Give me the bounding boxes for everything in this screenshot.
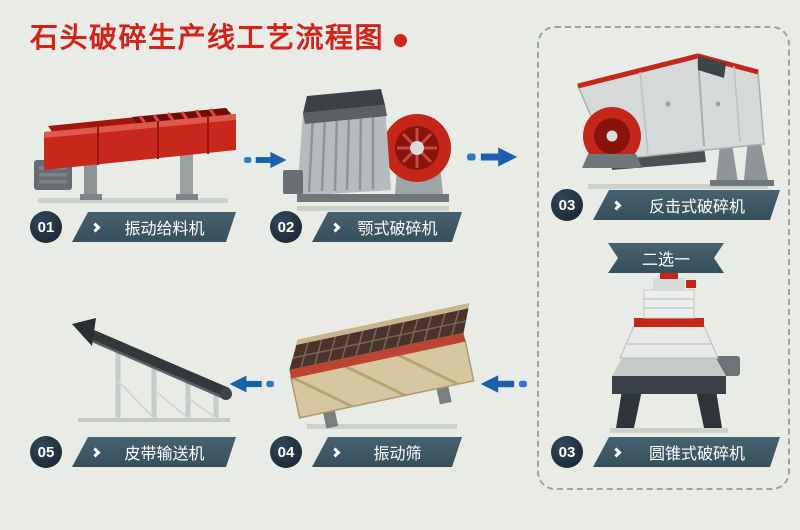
step-number-01: 01: [30, 211, 62, 243]
arrow-jaw-to-crusher-icon: [467, 147, 518, 167]
step-number-05: 05: [30, 436, 62, 468]
step-label-impact-crusher: 反击式破碎机: [593, 190, 780, 220]
page-title: 石头破碎生产线工艺流程图: [30, 22, 385, 53]
page-title-wrap: 石头破碎生产线工艺流程图: [30, 16, 408, 56]
choice-group-box: [537, 26, 790, 490]
chevron-right-icon: [331, 222, 341, 232]
arrow-feeder-to-jaw-icon: [244, 151, 287, 169]
cone-crusher-image: [610, 270, 740, 433]
step-number-04: 04: [270, 436, 302, 468]
arrow-crusher-to-screen-icon: [480, 375, 527, 393]
step-label-text: 反击式破碎机: [648, 199, 745, 216]
step-label-text: 皮带输送机: [124, 446, 205, 463]
step-label-belt-conveyor: 皮带输送机: [72, 437, 236, 467]
step-label-jaw-crusher: 颚式破碎机: [312, 212, 462, 242]
step-label-text: 颚式破碎机: [357, 221, 438, 238]
step-label-text: 振动筛: [373, 446, 422, 463]
step-number-03-impact: 03: [551, 189, 583, 221]
step-label-feeder: 振动给料机: [72, 212, 236, 242]
step-label-vibrating-screen: 振动筛: [312, 437, 462, 467]
vibrating-screen-image: [289, 302, 475, 429]
chevron-right-icon: [91, 447, 101, 457]
title-dot-icon: [394, 33, 408, 47]
chevron-right-icon: [331, 447, 341, 457]
vibrating-feeder-image: [34, 108, 236, 203]
step-label-text: 振动给料机: [124, 221, 205, 238]
chevron-right-icon: [612, 447, 622, 457]
chevron-right-icon: [91, 222, 101, 232]
step-label-text: 圆锥式破碎机: [648, 446, 745, 463]
step-label-cone-crusher: 圆锥式破碎机: [593, 437, 780, 467]
step-number-03-cone: 03: [551, 436, 583, 468]
impact-crusher-image: [576, 53, 774, 189]
arrow-screen-to-conveyor-icon: [229, 375, 274, 393]
belt-conveyor-image: [72, 318, 232, 422]
step-number-02: 02: [270, 211, 302, 243]
choice-banner: 二选一: [608, 243, 724, 273]
jaw-crusher-image: [283, 89, 451, 211]
chevron-right-icon: [612, 200, 622, 210]
